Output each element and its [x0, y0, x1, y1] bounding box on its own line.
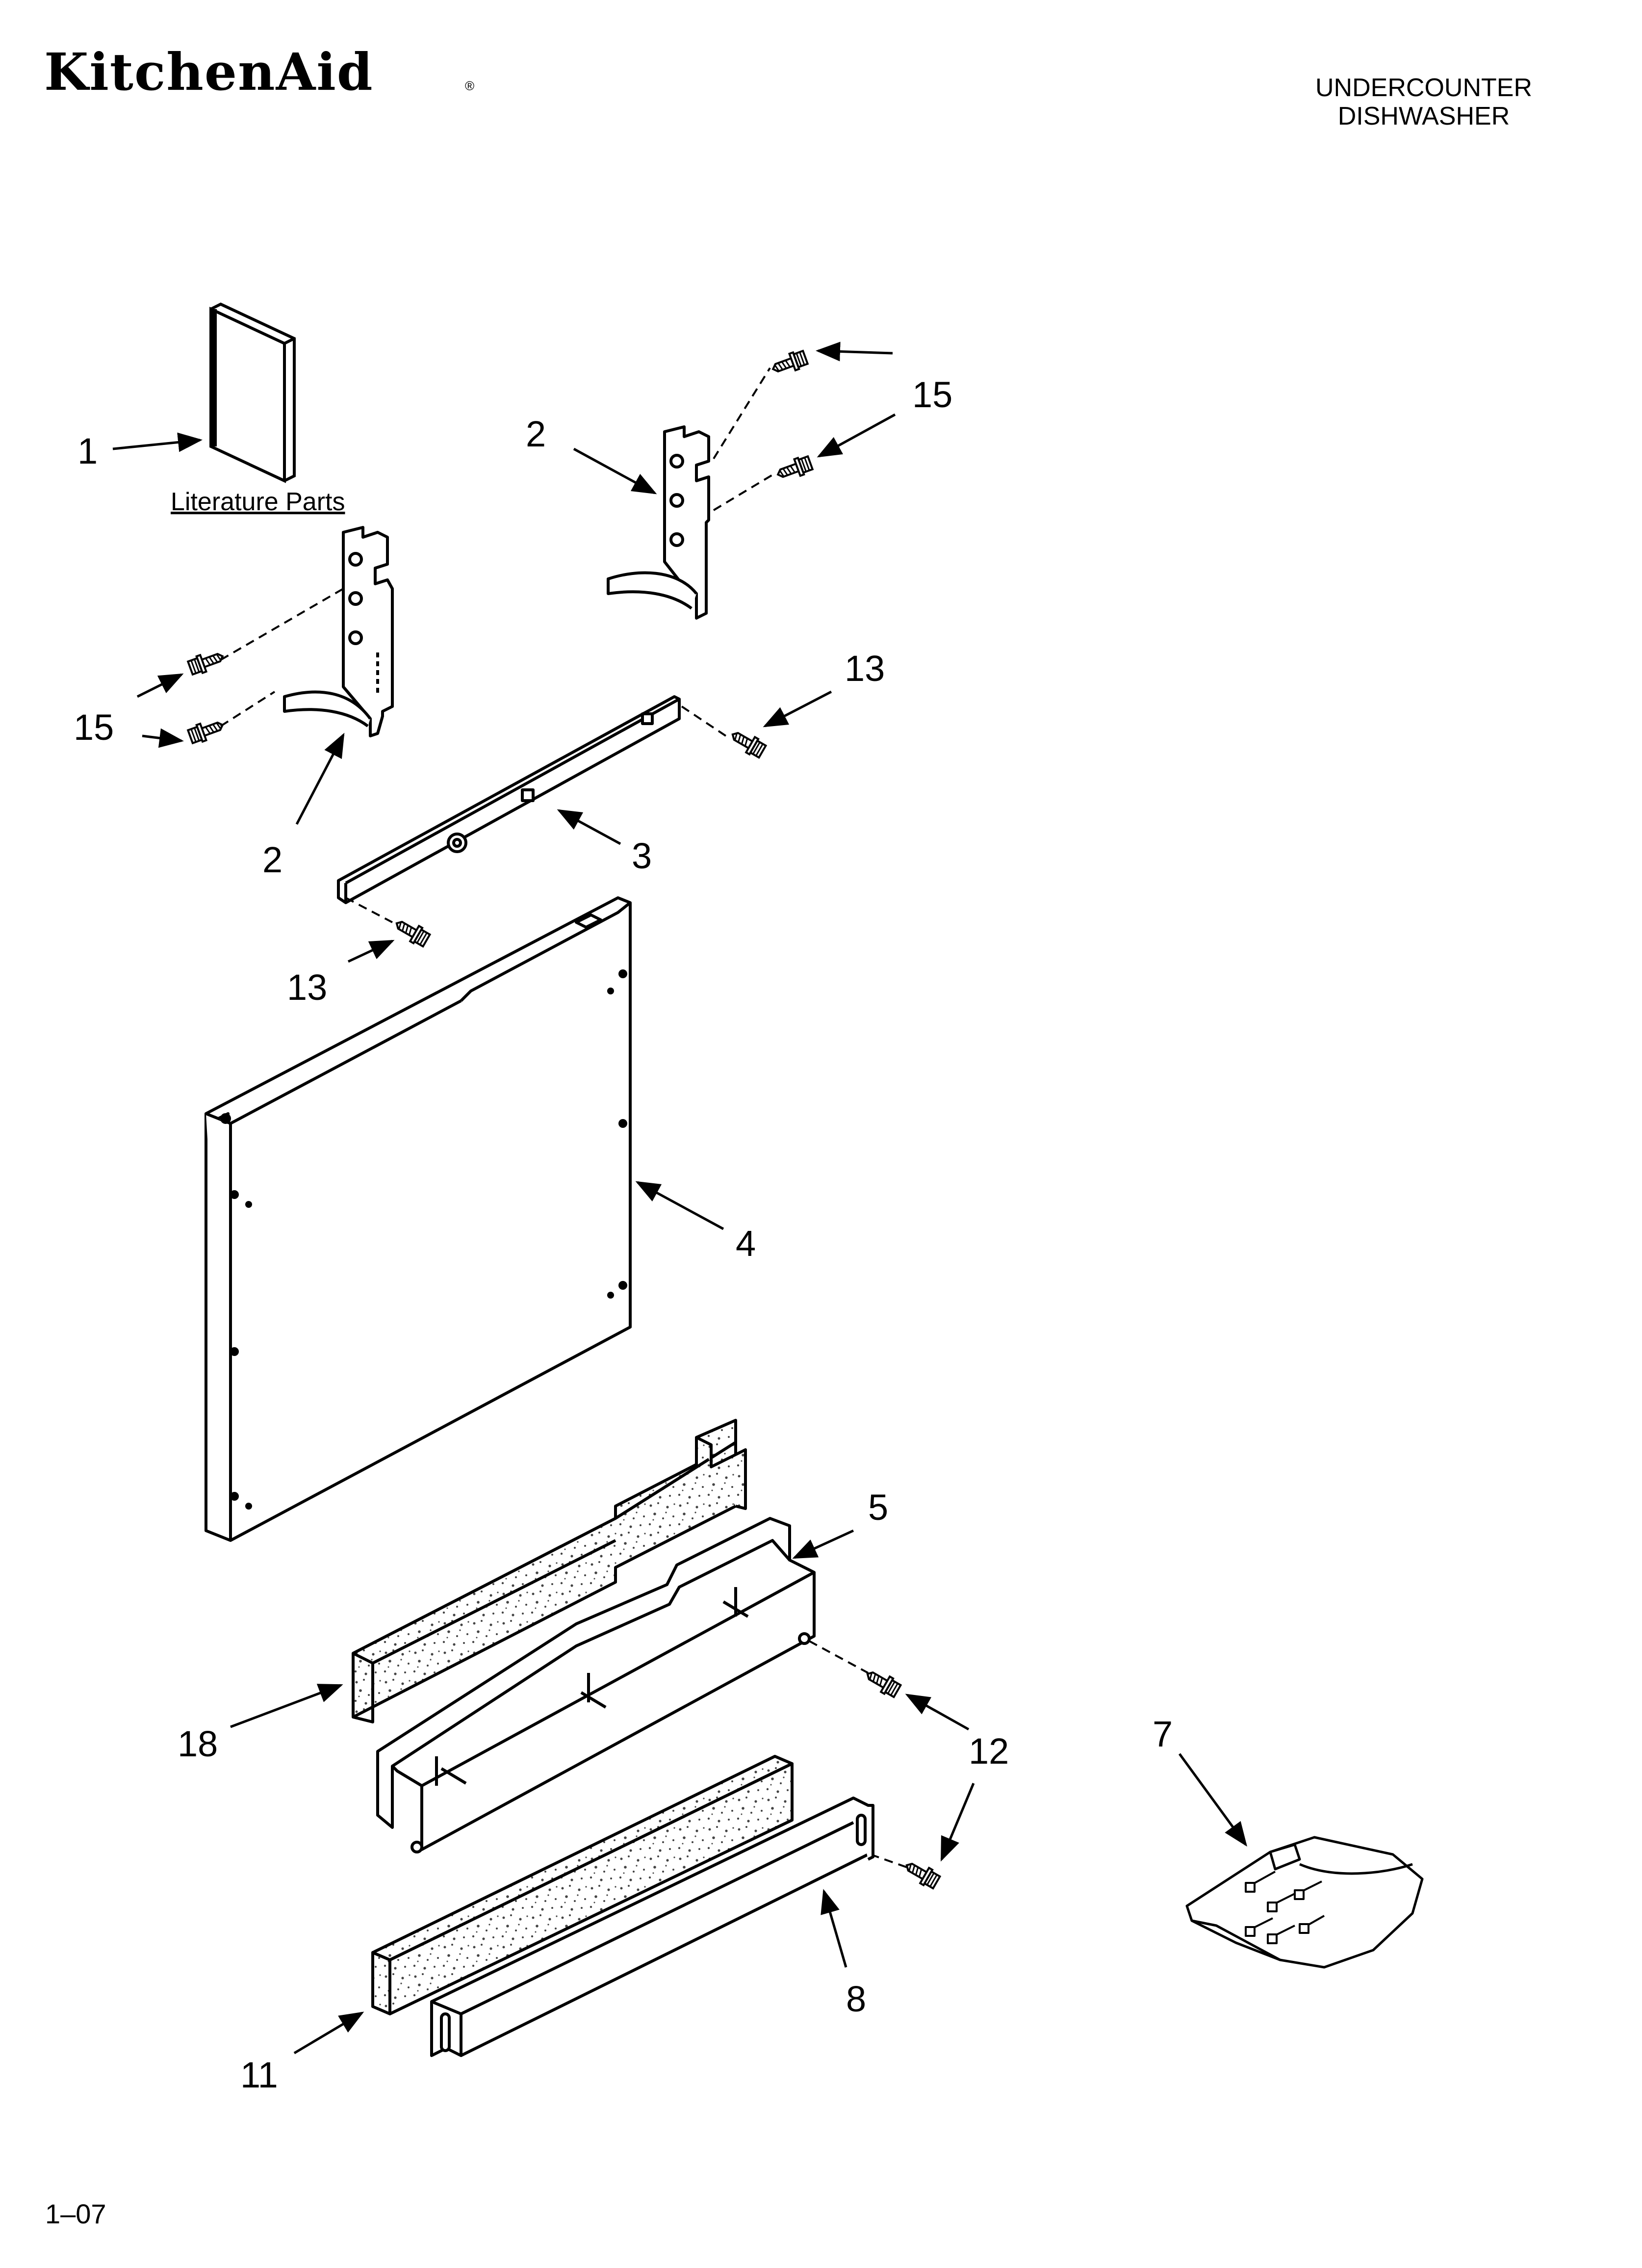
screw-15-top-lower	[774, 453, 815, 484]
callout-11: 11	[240, 2055, 278, 2095]
screw-12-lower	[901, 1856, 942, 1891]
arrow-15-left-lower	[142, 728, 184, 748]
screw-15-top-upper	[769, 348, 810, 379]
arrow-15-top-lower	[817, 413, 896, 458]
hardware-bag	[1185, 1836, 1424, 1969]
literature-booklet	[209, 302, 296, 483]
callout-12: 12	[969, 1731, 1009, 1772]
model-title-line2: DISHWASHER	[1337, 102, 1510, 130]
arrow-1	[112, 432, 203, 452]
access-panel-bracket	[376, 1517, 816, 1853]
arrow-15-left-upper	[136, 673, 184, 698]
registered-mark: ®	[465, 78, 475, 93]
arrow-11	[293, 2011, 364, 2055]
insulation-block-lower	[371, 1755, 794, 2015]
inner-door-panel	[205, 896, 632, 1542]
screw-15-left-upper	[186, 647, 227, 678]
arrow-12-lower	[940, 1783, 975, 1862]
arrow-4	[635, 1181, 724, 1230]
literature-parts-label: Literature Parts	[171, 488, 345, 516]
arrow-13-right	[763, 690, 832, 728]
screw-15-left-lower	[186, 715, 227, 746]
hinge-bracket-left	[283, 526, 394, 737]
screw-13-right	[727, 726, 768, 760]
arrow-5	[792, 1529, 854, 1559]
kickplate	[430, 1797, 874, 2057]
model-title-line1: UNDERCOUNTER	[1315, 74, 1532, 102]
callout-1: 1	[77, 431, 98, 471]
screw-12-upper	[862, 1665, 903, 1700]
screw-13-left	[391, 914, 432, 949]
callout-13-left: 13	[287, 967, 327, 1008]
brand-logo: KitchenAid	[44, 42, 374, 102]
callout-5: 5	[868, 1487, 888, 1528]
revision-code: 1–07	[45, 2198, 106, 2229]
callout-15-top: 15	[912, 374, 952, 415]
arrow-12-upper	[905, 1694, 970, 1731]
callout-13-right: 13	[845, 648, 885, 689]
callout-4: 4	[736, 1223, 756, 1264]
callout-3: 3	[632, 835, 652, 876]
callout-18: 18	[178, 1723, 218, 1764]
arrow-13-left	[347, 939, 395, 963]
arrow-3	[557, 809, 621, 845]
arrow-7	[1178, 1753, 1247, 1847]
door-top-rail	[337, 695, 681, 904]
callout-8: 8	[846, 1979, 866, 2019]
callout-2-right: 2	[526, 414, 546, 454]
insulation-strip-upper	[352, 1419, 747, 1723]
arrow-15-top-upper	[816, 341, 893, 362]
arrow-18	[230, 1684, 343, 1728]
model-title: UNDERCOUNTER DISHWASHER	[1252, 74, 1595, 130]
arrow-8	[821, 1889, 847, 1968]
arrow-2-right	[573, 447, 657, 495]
callout-7: 7	[1153, 1714, 1173, 1754]
hinge-bracket-right	[607, 425, 710, 620]
arrow-2-left	[295, 732, 345, 825]
callout-2-left: 2	[262, 839, 282, 880]
callout-15-left: 15	[74, 707, 114, 748]
